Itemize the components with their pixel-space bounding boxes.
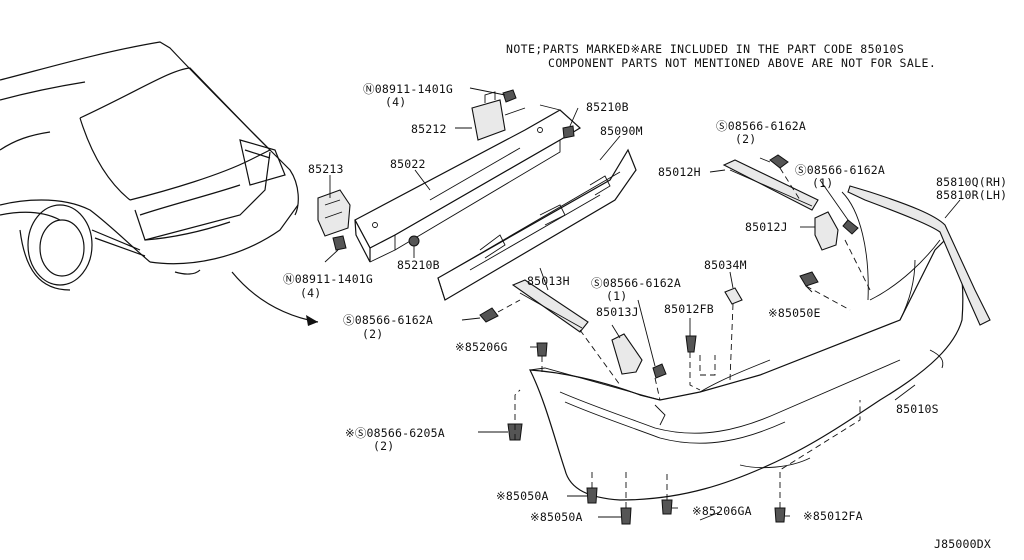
label-s08566-left: Ⓢ08566-6162A — [343, 313, 433, 327]
clip-85206GA — [661, 470, 678, 515]
nut-85210b-top — [562, 107, 579, 139]
label-s08566-6205a-qty: (2) — [373, 439, 394, 453]
label-n08911-bottom: Ⓝ08911-1401G — [283, 272, 373, 286]
label-85210b-top: 85210B — [586, 100, 629, 114]
clip-85012FB — [685, 318, 716, 391]
pointer-arrow — [231, 271, 319, 326]
clip-85050E — [799, 271, 851, 311]
label-s08566-6205a: ※Ⓢ08566-6205A — [345, 426, 445, 440]
label-85012fb: 85012FB — [664, 302, 714, 316]
label-85050e: ※85050E — [768, 306, 821, 320]
note-line-1: NOTE;PARTS MARKED※ARE INCLUDED IN THE PA… — [506, 42, 904, 56]
screw-mid — [637, 299, 667, 401]
leader-85010s — [894, 384, 916, 401]
screw-right — [819, 179, 871, 291]
bracket-85013H — [511, 267, 621, 386]
clip-85034M — [724, 271, 743, 381]
label-85090m: 85090M — [600, 124, 643, 138]
clip-85050A-2 — [598, 470, 632, 525]
screw-left — [461, 299, 521, 323]
label-85012j: 85012J — [745, 220, 788, 234]
bracket-85212 — [471, 91, 526, 141]
label-85206g: ※85206G — [455, 340, 508, 354]
energy-absorber-85090M — [437, 148, 637, 301]
label-85206ga: ※85206GA — [692, 504, 752, 518]
label-85013h: 85013H — [527, 274, 570, 288]
label-s08566-topright-qty: (2) — [735, 132, 756, 146]
screw-08566-6205A — [478, 389, 523, 441]
nut-85210b-bottom — [408, 235, 420, 258]
leader-85022 — [414, 169, 431, 191]
bracket-85013J — [611, 324, 643, 375]
label-85050a-1: ※85050A — [496, 489, 549, 503]
label-n08911-top: Ⓝ08911-1401G — [363, 82, 453, 96]
clip-85012FA — [774, 400, 861, 523]
bumper-fascia-85010S — [528, 239, 964, 521]
label-85212: 85212 — [411, 122, 447, 136]
label-85213: 85213 — [308, 162, 344, 176]
bracket-85213 — [317, 175, 351, 263]
label-85210b-bottom: 85210B — [397, 258, 440, 272]
label-85022: 85022 — [390, 157, 426, 171]
moulding-85810 — [847, 185, 991, 326]
bracket-85012H — [709, 159, 819, 211]
label-n08911-top-qty: (4) — [385, 95, 406, 109]
leader-85810 — [944, 199, 961, 219]
car-rear-illustration — [0, 41, 299, 291]
label-85012h: 85012H — [658, 165, 701, 179]
leader-85090m — [599, 135, 621, 161]
bracket-85012J — [800, 211, 839, 251]
reinforcement-beam-85022 — [354, 104, 582, 263]
bumper-side-edge — [841, 191, 869, 301]
clip-85050A-1 — [567, 468, 598, 504]
label-85810q: 85810Q(RH) — [936, 175, 1007, 189]
label-85050a-2: ※85050A — [530, 510, 583, 524]
label-s08566-mid: Ⓢ08566-6162A — [591, 276, 681, 290]
label-85810r: 85810R(LH) — [936, 188, 1007, 202]
label-n08911-bottom-qty: (4) — [300, 286, 321, 300]
note-line-2: COMPONENT PARTS NOT MENTIONED ABOVE ARE … — [548, 56, 936, 70]
screw-topright — [759, 154, 801, 201]
label-s08566-right: Ⓢ08566-6162A — [795, 163, 885, 177]
bolt-08911-top — [469, 87, 517, 103]
diagram-code: J85000DX — [934, 537, 991, 551]
label-s08566-left-qty: (2) — [362, 327, 383, 341]
label-85012fa: ※85012FA — [803, 509, 863, 523]
label-s08566-topright: Ⓢ08566-6162A — [716, 119, 806, 133]
label-s08566-right-qty: (1) — [812, 176, 833, 190]
label-85010s: 85010S — [896, 402, 939, 416]
label-85034m: 85034M — [704, 258, 747, 272]
clip-85206G — [530, 342, 548, 372]
label-85013j: 85013J — [596, 305, 639, 319]
label-s08566-mid-qty: (1) — [606, 289, 627, 303]
